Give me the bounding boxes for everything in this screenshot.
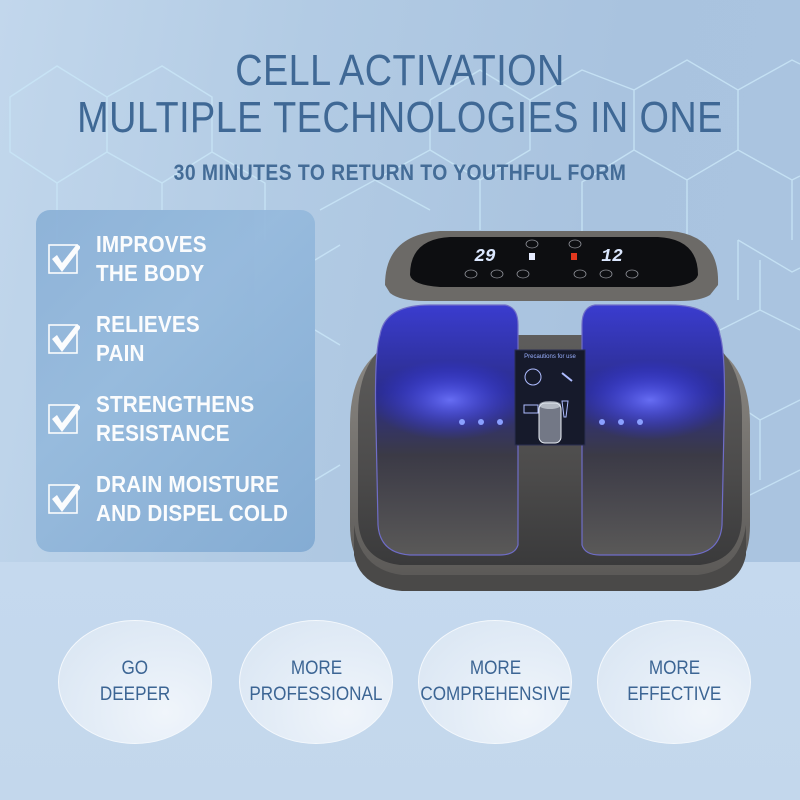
benefit-text: IMPROVES THE BODY [96, 230, 207, 288]
feature-line1: MORE [648, 658, 700, 679]
benefit-item: RELIEVES PAIN [48, 310, 318, 370]
benefit-text: RELIEVES PAIN [96, 310, 200, 368]
benefits-panel: IMPROVES THE BODY RELIEVES PAIN STRENGTH… [36, 210, 315, 552]
feature-line2: EFFECTIVE [626, 684, 722, 705]
benefit-line1: RELIEVES [96, 311, 200, 337]
svg-text:Precautions for use: Precautions for use [524, 354, 576, 360]
benefit-line2: PAIN [96, 340, 145, 366]
headline-line2: MULTIPLE TECHNOLOGIES IN ONE [77, 93, 723, 142]
feature-line1: GO [121, 658, 149, 679]
benefit-line2: THE BODY [96, 260, 205, 286]
feature-line2: PROFESSIONAL [249, 684, 383, 705]
feature-line2: COMPREHENSIVE [419, 684, 571, 705]
feature-badge: MORE PROFESSIONAL [239, 620, 393, 744]
feature-badge: MORE EFFECTIVE [597, 620, 751, 744]
feature-badge: MORE COMPREHENSIVE [418, 620, 572, 744]
benefit-line2: AND DISPEL COLD [96, 500, 289, 526]
feature-line2: DEEPER [99, 684, 171, 705]
feature-line1: MORE [469, 658, 521, 679]
benefit-item: IMPROVES THE BODY [48, 230, 318, 290]
subtitle: 30 MINUTES TO RETURN TO YOUTHFUL FORM [173, 160, 627, 185]
benefit-line2: RESISTANCE [96, 420, 230, 446]
benefit-line1: STRENGTHENS [96, 391, 255, 417]
right-mode-indicator [571, 253, 577, 260]
feature-badge: GO DEEPER [58, 620, 212, 744]
benefit-line1: DRAIN MOISTURE [96, 471, 280, 497]
benefit-text: STRENGTHENS RESISTANCE [96, 390, 254, 448]
checkbox-check-icon [48, 404, 80, 434]
checkbox-check-icon [48, 484, 80, 514]
benefit-text: DRAIN MOISTURE AND DISPEL COLD [96, 470, 288, 528]
feature-line1: MORE [290, 658, 342, 679]
headline-line1: CELL ACTIVATION [235, 46, 565, 95]
foot-massager-device-image: Precautions for use 29 12 [350, 231, 750, 591]
benefit-item: DRAIN MOISTURE AND DISPEL COLD [48, 470, 318, 530]
right-display: 12 [601, 247, 623, 267]
left-display: 29 [474, 247, 496, 267]
left-mode-indicator [529, 253, 535, 260]
features-row: GO DEEPER MORE PROFESSIONAL MORE COMPREH… [0, 620, 800, 760]
benefit-item: STRENGTHENS RESISTANCE [48, 390, 318, 450]
checkbox-check-icon [48, 244, 80, 274]
led-indicators [459, 419, 643, 425]
touch-buttons [464, 239, 639, 279]
benefit-line1: IMPROVES [96, 231, 207, 257]
checkbox-check-icon [48, 324, 80, 354]
